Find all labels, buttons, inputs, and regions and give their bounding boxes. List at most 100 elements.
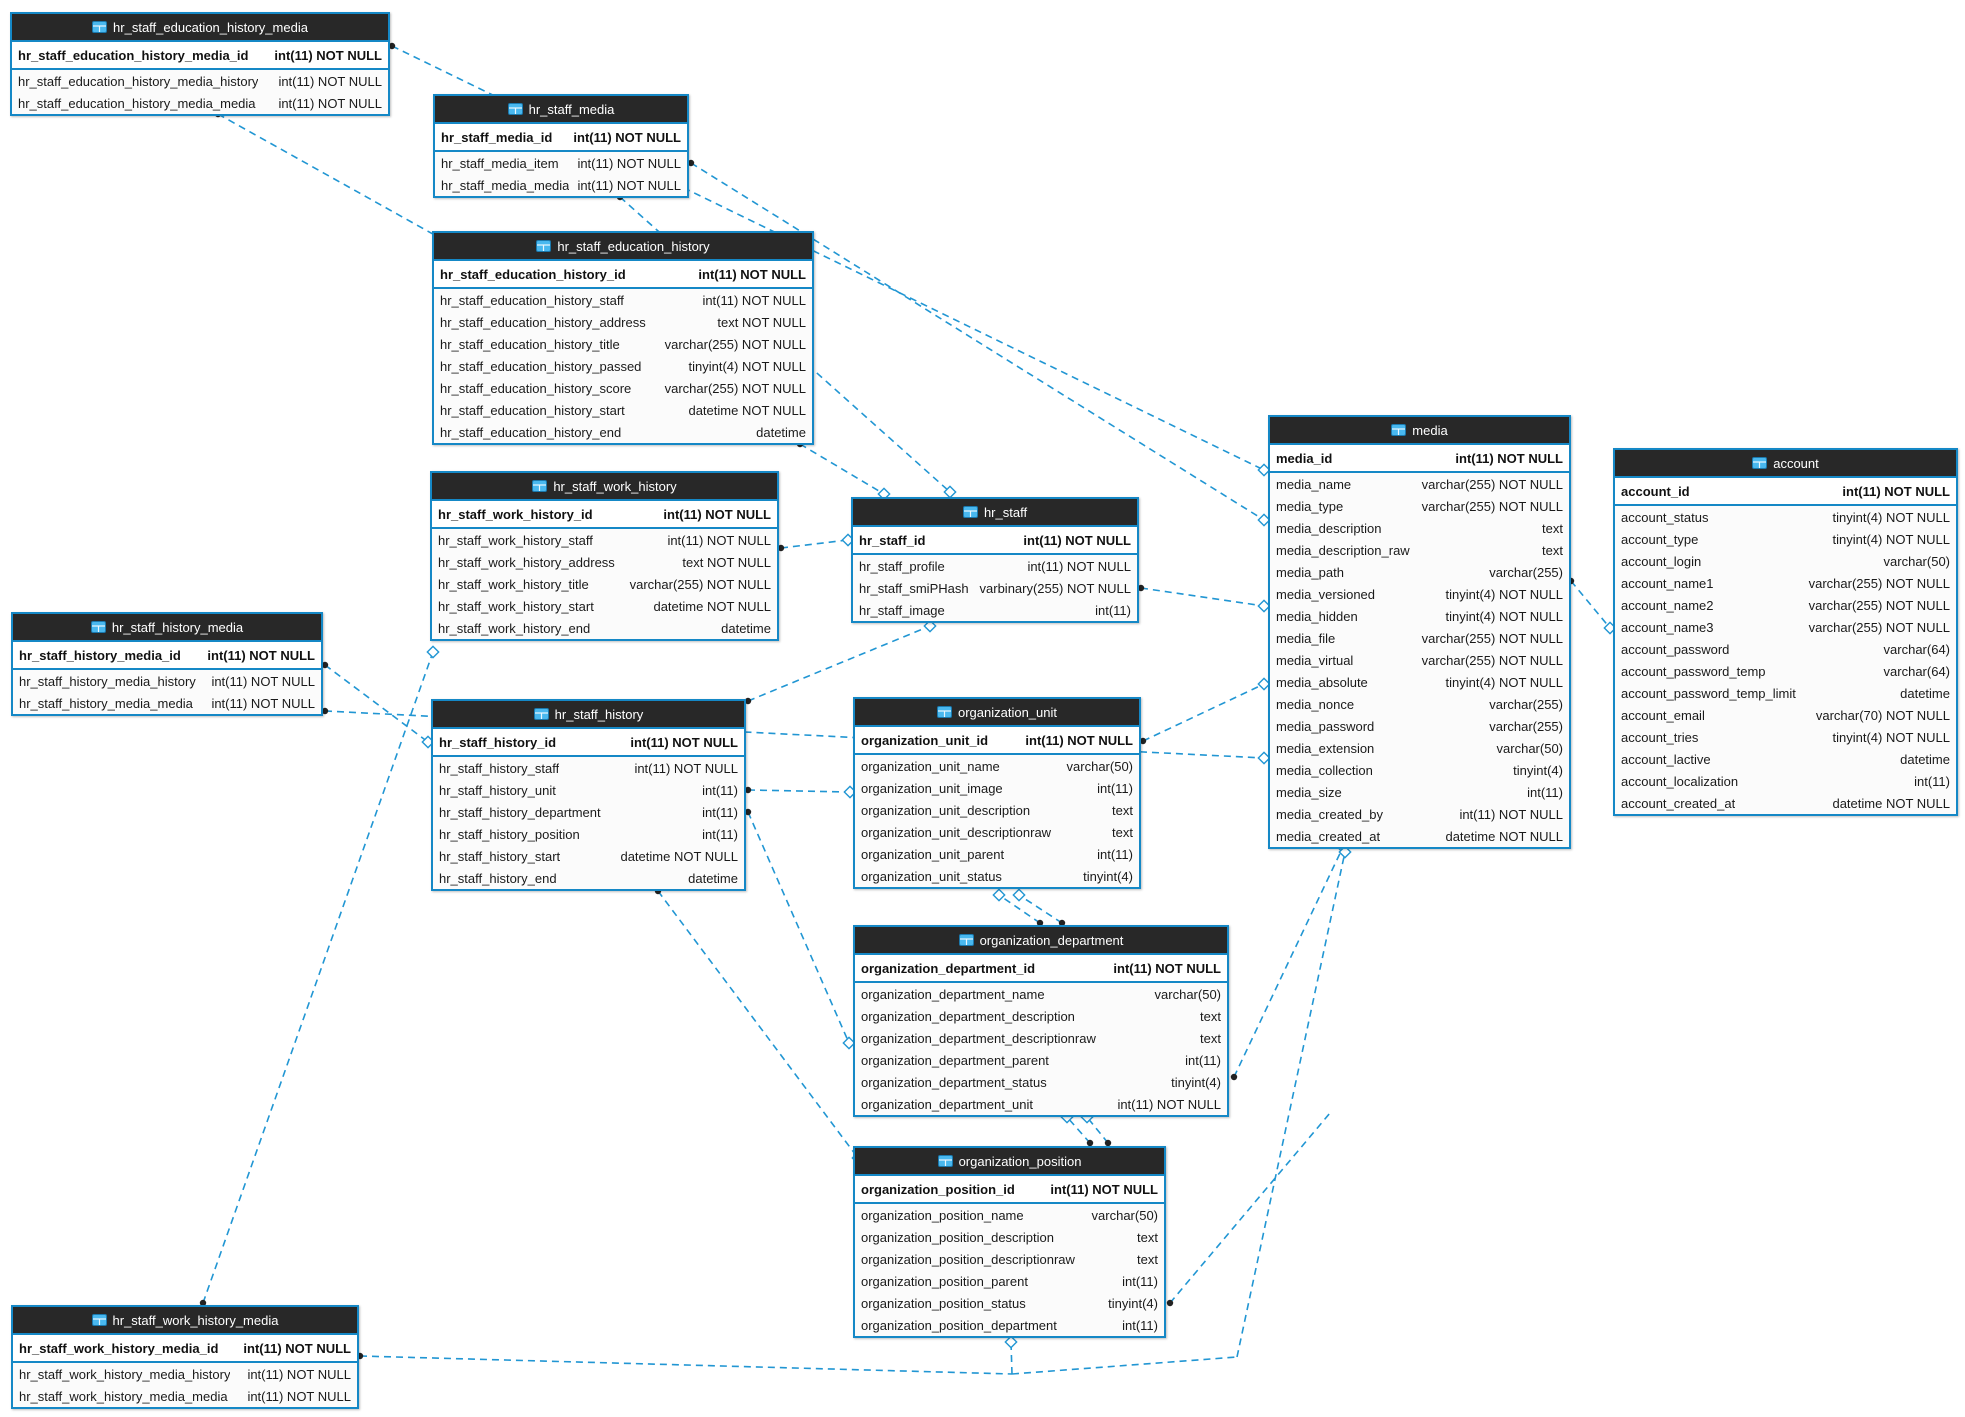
relationship-hr_staff_history-to-organization_position[interactable] [654, 887, 865, 1165]
table-header[interactable]: organization_unit [855, 699, 1139, 727]
relationship-line[interactable] [1140, 587, 1265, 607]
relationship-hr_staff_history-to-organization_department[interactable] [744, 808, 856, 1050]
table-header[interactable]: hr_staff_work_history [432, 473, 777, 501]
relationship-hr_staff_work_history_media-to-organization_position[interactable] [356, 1352, 1013, 1375]
table-hr_staff_work_history[interactable]: hr_staff_work_history hr_staff_work_histo… [430, 471, 779, 641]
table-header[interactable]: hr_staff_education_history_media [12, 14, 388, 42]
relationship-hr_staff_work_history_media-to-media[interactable] [1011, 1356, 1238, 1375]
relationship-media-to-organization_department[interactable] [1230, 840, 1350, 1081]
relationship-line[interactable] [324, 664, 429, 743]
relationship-hr_staff_history-to-organization_unit[interactable] [744, 785, 857, 799]
relationship-line[interactable] [747, 811, 850, 1044]
relationship-hr_staff_work_history_media-to-organization_position[interactable] [1004, 1335, 1018, 1375]
table-hr_staff_education_history_media[interactable]: hr_staff_education_history_media hr_staff… [10, 12, 390, 116]
relationship-line[interactable] [747, 789, 851, 793]
relationship-organization_department-to-organization_unit[interactable] [992, 888, 1044, 927]
relationship-line[interactable] [799, 443, 885, 495]
table-header[interactable]: hr_staff_work_history_media [13, 1307, 357, 1335]
relationship-hr_staff_history-to-hr_staff[interactable] [744, 619, 937, 705]
table-header[interactable]: account [1615, 450, 1956, 478]
relationship-organization_department-to-organization_unit[interactable] [1012, 888, 1066, 927]
relationship-line[interactable] [1570, 580, 1611, 629]
relationship-organization_position-to-media[interactable] [1166, 1112, 1331, 1307]
relationship-hr_staff_education_history-to-hr_staff[interactable] [796, 440, 891, 501]
relationship-line[interactable] [1086, 1116, 1109, 1144]
relationship-hr_staff_work_history_media-to-media[interactable] [1236, 845, 1352, 1358]
table-header[interactable]: media [1270, 417, 1569, 445]
table-header[interactable]: hr_staff_media [435, 96, 687, 124]
relationship-line[interactable] [1142, 683, 1265, 742]
relationship-line[interactable] [1066, 1116, 1091, 1144]
table-header[interactable]: hr_staff [853, 499, 1137, 527]
relationship-hr_staff_education_history_media-to-hr_staff_education_history[interactable] [214, 110, 447, 245]
table-header[interactable]: hr_staff_education_history [434, 233, 812, 261]
relationship-line[interactable] [217, 113, 441, 239]
table-header[interactable]: hr_staff_history_media [13, 614, 321, 642]
relationship-line[interactable] [1233, 846, 1344, 1078]
